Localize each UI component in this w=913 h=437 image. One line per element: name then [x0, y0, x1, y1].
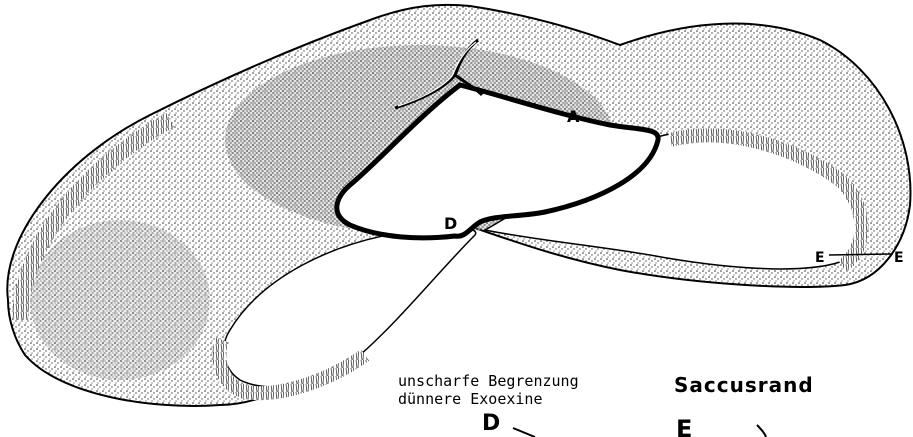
caption-e-title: Saccusrand [674, 373, 814, 397]
caption-d-line1: unscharfe Begrenzung [398, 372, 579, 390]
caption-d-line2: dünnere Exoexine [398, 390, 543, 408]
caption-d-letter: D [482, 411, 500, 436]
pointer-e [757, 425, 766, 437]
caption-e-letter: E [676, 415, 692, 437]
left-sac-shading [30, 220, 210, 380]
label-e-right: E [894, 250, 904, 266]
label-a: A [567, 107, 580, 126]
e-measure-line [829, 254, 893, 255]
pointer-d [513, 428, 535, 437]
label-d: D [444, 214, 457, 233]
label-e-left: E [815, 250, 825, 266]
